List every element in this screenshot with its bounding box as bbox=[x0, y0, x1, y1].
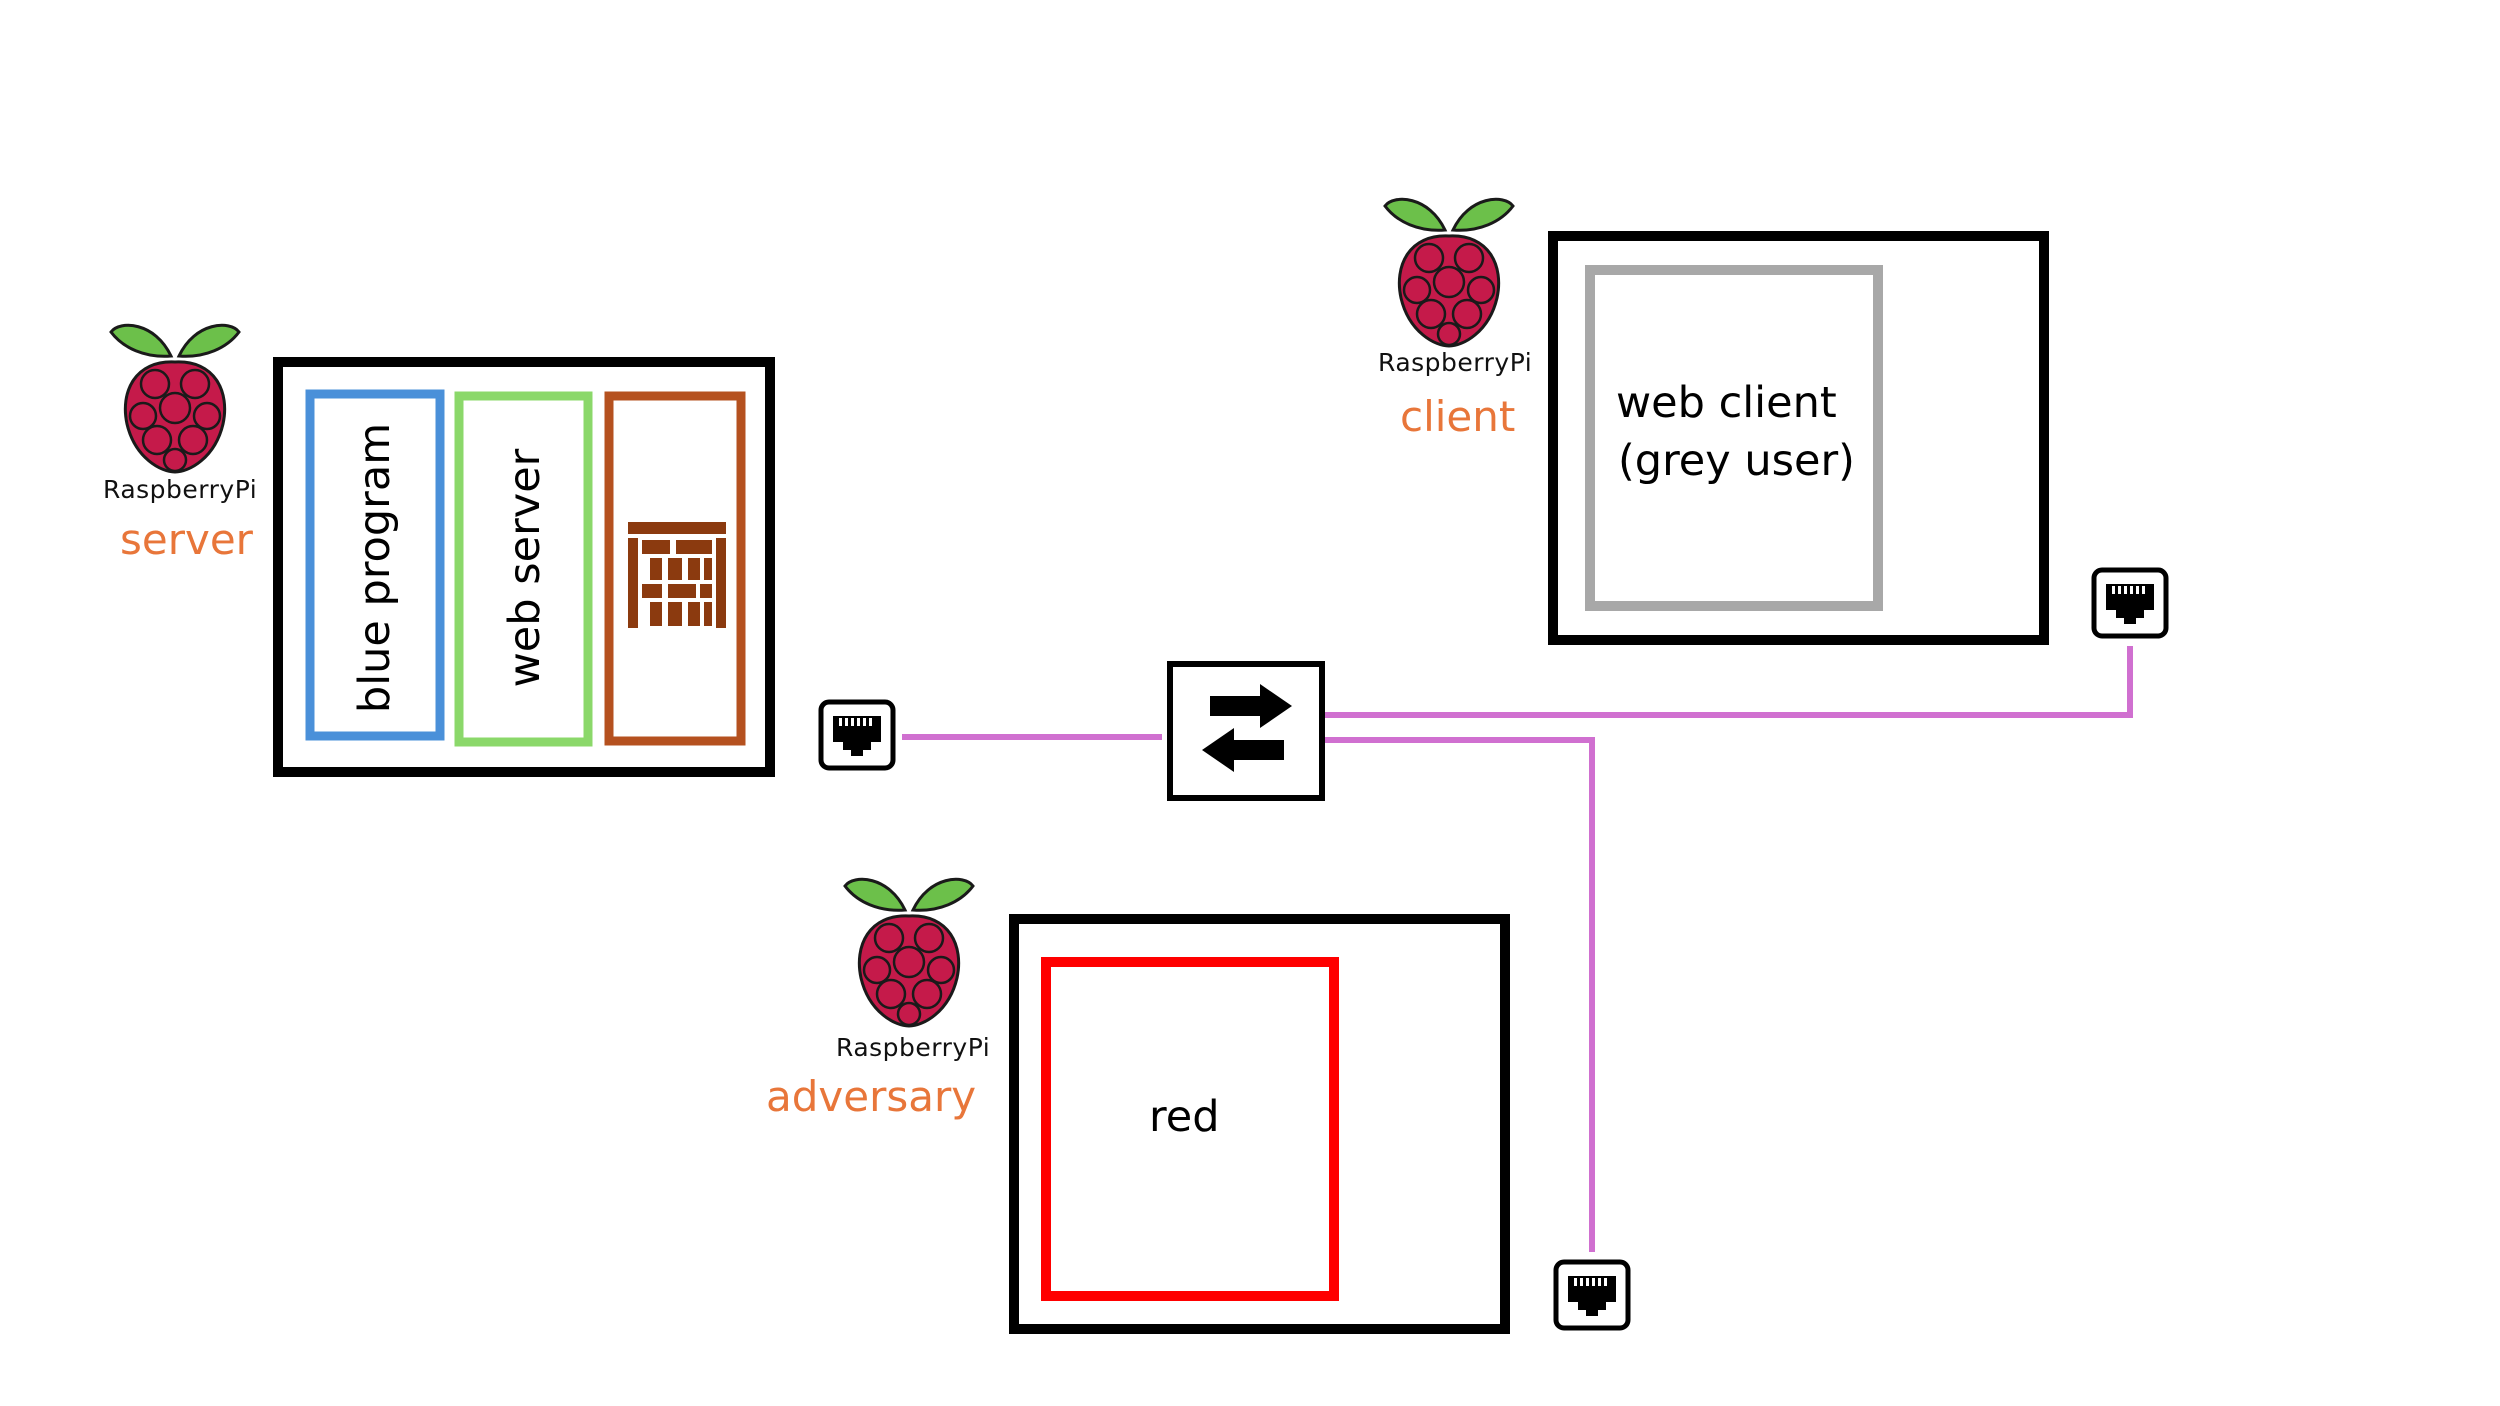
cables bbox=[902, 646, 2133, 1252]
network-switch bbox=[1167, 661, 1325, 801]
web-client-label-line1: web client bbox=[1616, 378, 1837, 428]
ethernet-port-icon-client bbox=[2094, 570, 2166, 636]
blue-program-label: blue program bbox=[350, 422, 400, 714]
raspberry-pi-logo-client bbox=[1383, 197, 1515, 348]
firewall-module bbox=[604, 391, 746, 746]
adversary-brand-label: RaspberryPi bbox=[836, 1033, 991, 1062]
ethernet-port-icon-adversary bbox=[1556, 1262, 1628, 1328]
adversary-role-label: adversary bbox=[766, 1072, 977, 1121]
web-server-label: web server bbox=[500, 448, 550, 688]
switch-box bbox=[1167, 661, 1325, 801]
cable-switch-client bbox=[1322, 646, 2133, 718]
raspberry-pi-logo-server bbox=[109, 323, 241, 474]
blue-program-module bbox=[305, 389, 445, 741]
client-host bbox=[1383, 197, 2166, 645]
raspberry-pi-logo-adversary bbox=[843, 877, 975, 1028]
firewall-icon bbox=[628, 522, 726, 628]
client-role-label: client bbox=[1400, 392, 1516, 441]
cable-switch-adversary bbox=[1322, 737, 1595, 1252]
red-label: red bbox=[1149, 1092, 1220, 1142]
web-server-module bbox=[454, 391, 593, 747]
server-role-label: server bbox=[120, 515, 253, 564]
client-brand-label: RaspberryPi bbox=[1378, 348, 1533, 377]
client-box bbox=[1548, 231, 2049, 645]
server-host bbox=[109, 323, 893, 777]
red-module bbox=[1041, 957, 1339, 1301]
web-client-label-line2: (grey user) bbox=[1618, 436, 1855, 486]
server-brand-label: RaspberryPi bbox=[103, 475, 258, 504]
ethernet-port-icon-server bbox=[821, 702, 893, 768]
server-box bbox=[273, 357, 775, 777]
adversary-box bbox=[1009, 914, 1510, 1334]
web-client-module bbox=[1585, 265, 1883, 611]
switch-arrows-icon bbox=[1202, 684, 1292, 772]
adversary-host bbox=[843, 877, 1628, 1334]
